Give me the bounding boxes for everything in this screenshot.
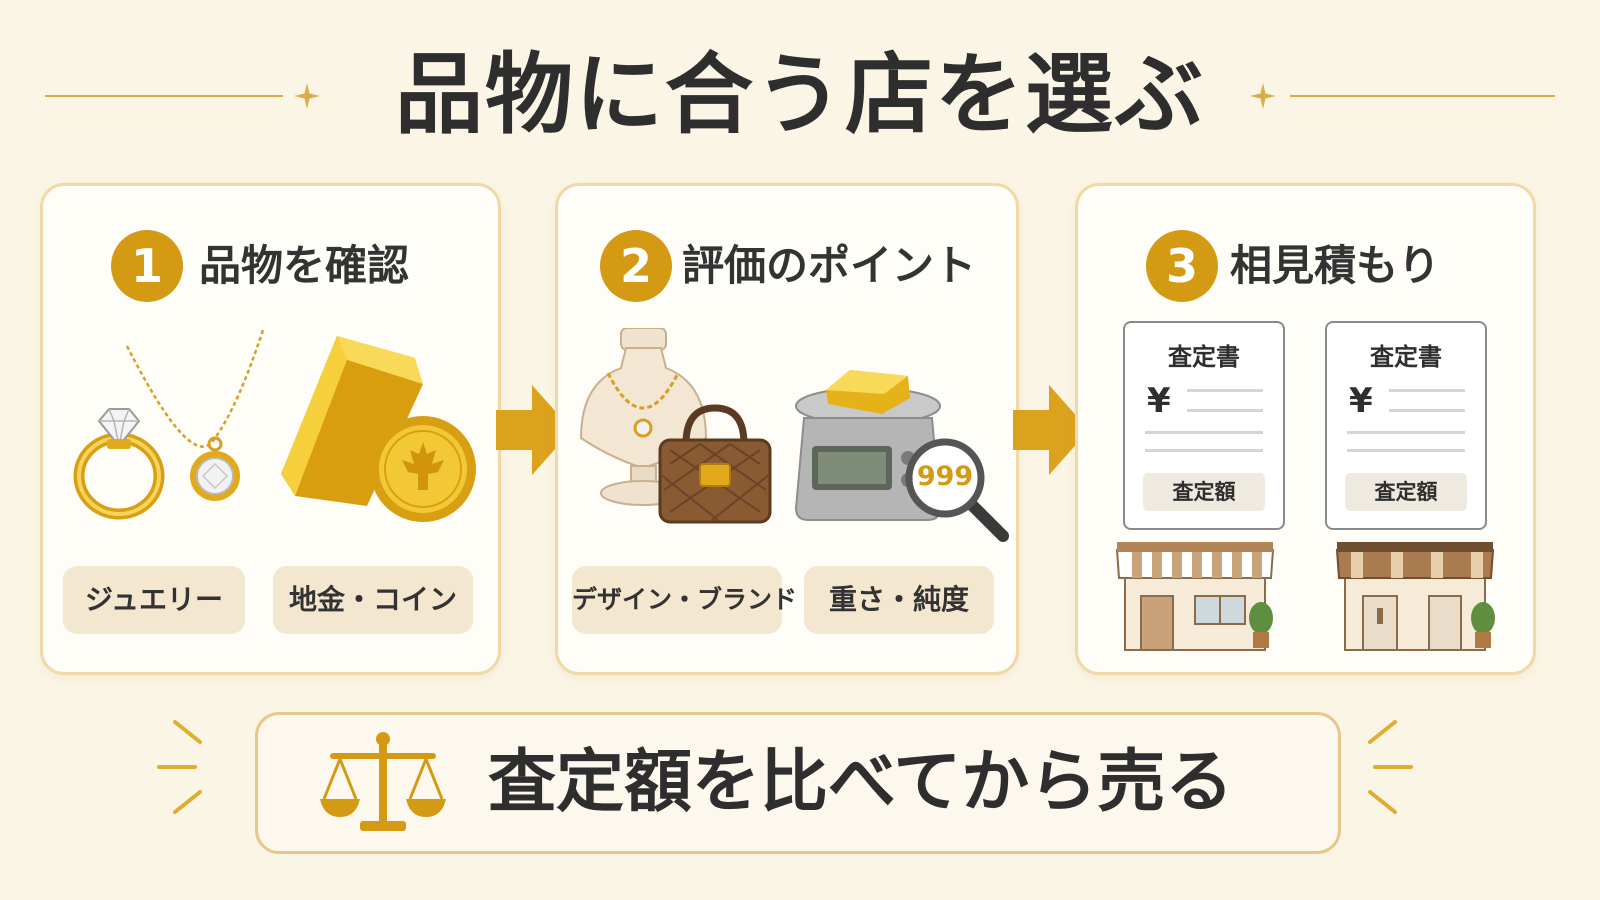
document-line bbox=[1145, 431, 1263, 434]
step-title: 相見積もり bbox=[1230, 241, 1441, 290]
step-number: 3 bbox=[1146, 230, 1218, 302]
conclusion-text: 査定額を比べてから売る bbox=[488, 743, 1234, 822]
shop-icon bbox=[1115, 542, 1275, 651]
necklace-icon bbox=[125, 329, 265, 501]
document-line bbox=[1347, 431, 1465, 434]
step-title: 品物を確認 bbox=[199, 241, 410, 290]
bust-necklace-icon bbox=[579, 328, 708, 506]
appraisal-amount-box: 査定額 bbox=[1143, 473, 1265, 511]
document-line bbox=[1145, 449, 1263, 452]
step-header: 3 相見積もり bbox=[1078, 230, 1533, 306]
burst-lines-left bbox=[157, 720, 202, 814]
yen-symbol: ¥ bbox=[1349, 381, 1373, 421]
document-line bbox=[1389, 409, 1465, 412]
burst-lines-right bbox=[1368, 720, 1413, 814]
balance-scale-icon bbox=[320, 732, 446, 831]
step-number: 1 bbox=[111, 230, 183, 302]
document-line bbox=[1347, 449, 1465, 452]
step-header: 1 品物を確認 bbox=[43, 230, 498, 306]
document-line bbox=[1187, 409, 1263, 412]
step-header: 2 評価のポイント bbox=[558, 230, 1016, 306]
shop-icon bbox=[1335, 542, 1495, 651]
scale-icon bbox=[794, 370, 942, 521]
appraisal-document: 査定書 ¥ 査定額 bbox=[1325, 321, 1487, 530]
arrow-right-icon bbox=[496, 385, 572, 475]
document-line bbox=[1187, 389, 1263, 392]
conclusion-banner: 査定額を比べてから売る bbox=[255, 712, 1341, 854]
document-title: 査定書 bbox=[1168, 343, 1240, 371]
title-line-left bbox=[45, 95, 283, 97]
maple-coin-icon bbox=[370, 416, 476, 522]
step-number: 2 bbox=[600, 230, 672, 302]
appraisal-amount-box: 査定額 bbox=[1345, 473, 1467, 511]
step-card-2: 2 評価のポイント 999 デザイン・ブランド 重さ・純度 bbox=[555, 183, 1019, 675]
gold-bar-icon bbox=[281, 336, 423, 506]
arrow-right-icon bbox=[1013, 385, 1089, 475]
yen-symbol: ¥ bbox=[1147, 381, 1171, 421]
tag-weight-purity: 重さ・純度 bbox=[804, 566, 994, 634]
document-line bbox=[1389, 389, 1465, 392]
purity-label: 999 bbox=[916, 461, 974, 492]
sparkle-icon bbox=[1250, 83, 1276, 109]
page-title: 品物に合う店を選ぶ bbox=[394, 43, 1205, 146]
title-line-right bbox=[1290, 95, 1555, 97]
handbag-icon bbox=[658, 404, 772, 524]
magnifier-icon bbox=[905, 438, 1009, 542]
tag-jewelry: ジュエリー bbox=[63, 566, 245, 634]
ring-icon bbox=[73, 408, 165, 520]
step-card-1: 1 品物を確認 ジュエリー 地金・コイン bbox=[40, 183, 501, 675]
tag-bullion-coin: 地金・コイン bbox=[273, 566, 473, 634]
document-title: 査定書 bbox=[1370, 343, 1442, 371]
tag-design-brand: デザイン・ブランド bbox=[572, 566, 797, 634]
step-card-3: 3 相見積もり 査定書 ¥ 査定額 査定書 ¥ 査定額 bbox=[1075, 183, 1536, 675]
step-title: 評価のポイント bbox=[682, 241, 977, 290]
sparkle-icon bbox=[294, 83, 320, 109]
appraisal-document: 査定書 ¥ 査定額 bbox=[1123, 321, 1285, 530]
